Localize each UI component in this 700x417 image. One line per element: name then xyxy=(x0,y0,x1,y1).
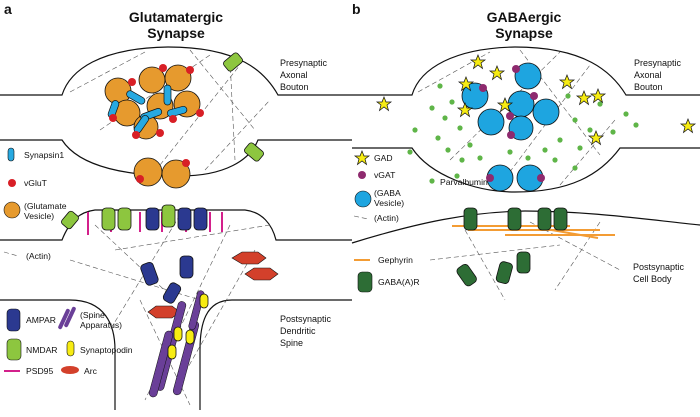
legend-gaba-vesicle-2: Vesicle) xyxy=(374,198,404,208)
gad-legend-icon xyxy=(353,150,371,166)
gad-stars xyxy=(375,54,697,146)
legend-vglut: vGluT xyxy=(24,178,48,188)
label-postsynaptic-a-3: Spine xyxy=(280,338,303,348)
legend-synaptopodin: Synaptopodin xyxy=(80,345,133,355)
panel-b-title-line2: Synapse xyxy=(495,25,553,41)
nmdar-legend-icon xyxy=(6,338,22,361)
legend-spine-app-1: (Spine xyxy=(80,310,105,320)
label-postsynaptic-a-1: Postsynaptic xyxy=(280,314,332,324)
vgat-legend-icon xyxy=(358,171,366,179)
label-presynaptic-a-3: Bouton xyxy=(280,82,309,92)
parvalbumin-dots xyxy=(407,83,639,179)
legend-gephyrin: Gephyrin xyxy=(378,255,413,265)
legend-vesicle-2: Vesicle) xyxy=(24,211,54,221)
label-postsynaptic-b-2: Cell Body xyxy=(633,274,672,284)
arc-legend-icon xyxy=(61,366,79,374)
legend-nmdar: NMDAR xyxy=(26,345,58,355)
label-postsynaptic-a-2: Dendritic xyxy=(280,326,316,336)
nmdar-outer xyxy=(61,52,264,230)
label-presynaptic-b-2: Axonal xyxy=(634,70,662,80)
glutamate-vesicle xyxy=(164,64,192,92)
legend-parvalbumin: Parvalbumin xyxy=(440,177,488,187)
ampar-legend-icon xyxy=(6,308,21,332)
synapsin-legend-icon xyxy=(7,147,15,162)
label-presynaptic-b-3: Bouton xyxy=(634,82,663,92)
parvalbumin-legend-icon xyxy=(429,178,435,184)
gabaar-legend-icon xyxy=(357,271,373,293)
glutamate-vesicles xyxy=(104,64,201,189)
vgat-dots xyxy=(479,65,545,182)
label-presynaptic-b-1: Presynaptic xyxy=(634,58,682,68)
legend-synapsin: Synapsin1 xyxy=(24,150,64,160)
panel-a-title-line1: Glutamatergic xyxy=(129,9,223,25)
panel-a-title-line2: Synapse xyxy=(147,25,205,41)
gabaar-shapes xyxy=(456,207,568,287)
panel-b-letter: b xyxy=(352,1,361,17)
actin-legend-icon-b xyxy=(353,215,369,220)
panel-a-legend: Synapsin1 vGluT (Glutamate Vesicle) (Act… xyxy=(3,147,133,376)
spine-apparatus-legend-icon-2 xyxy=(64,306,76,328)
legend-gabaar: GABA(A)R xyxy=(378,277,420,287)
psd-receptors xyxy=(101,204,208,231)
legend-gaba-vesicle-1: (GABA xyxy=(374,188,401,198)
legend-vesicle-1: (Glutamate xyxy=(24,201,67,211)
gaba-vesicle-legend-icon xyxy=(354,190,372,208)
postsynaptic-membrane-b xyxy=(351,210,700,244)
panel-a-letter: a xyxy=(4,1,12,17)
spine-apparatus-legend-icon xyxy=(58,308,70,330)
synaptopodin-legend-icon xyxy=(66,340,75,357)
legend-arc: Arc xyxy=(84,366,98,376)
label-presynaptic-a-2: Axonal xyxy=(280,70,308,80)
legend-vgat: vGAT xyxy=(374,170,396,180)
panel-b-title-line1: GABAergic xyxy=(487,9,562,25)
synapsin-rods xyxy=(107,84,188,134)
panel-a: a Glutamatergic Synapse xyxy=(0,1,352,410)
panel-b: b GABAergic Synapse xyxy=(351,1,700,301)
label-postsynaptic-b-1: Postsynaptic xyxy=(633,262,685,272)
gaba-vesicles xyxy=(461,62,560,192)
legend-spine-app-2: Apparatus) xyxy=(80,320,122,330)
glutamate-vesicle-legend-icon xyxy=(3,201,21,219)
ampar-spine xyxy=(140,255,194,304)
legend-actin-b: (Actin) xyxy=(374,213,399,223)
vglut-legend-icon xyxy=(8,179,16,187)
legend-gad: GAD xyxy=(374,153,393,163)
panel-a-region-labels: Presynaptic Axonal Bouton Postsynaptic D… xyxy=(280,58,332,348)
legend-psd95: PSD95 xyxy=(26,366,53,376)
glutamate-vesicle xyxy=(161,159,191,189)
panel-b-legend: GAD vGAT (GABA Vesicle) Parvalbumin (Act… xyxy=(353,150,488,293)
actin-legend-icon xyxy=(3,251,19,257)
legend-actin-a: (Actin) xyxy=(26,251,51,261)
vglut-dots xyxy=(109,64,204,183)
panel-b-region-labels: Presynaptic Axonal Bouton Postsynaptic C… xyxy=(633,58,685,284)
arc-shapes xyxy=(147,251,279,319)
legend-ampar: AMPAR xyxy=(26,315,56,325)
synaptopodin-shapes xyxy=(167,293,209,360)
label-presynaptic-a-1: Presynaptic xyxy=(280,58,328,68)
presynaptic-membrane-b xyxy=(352,46,700,193)
